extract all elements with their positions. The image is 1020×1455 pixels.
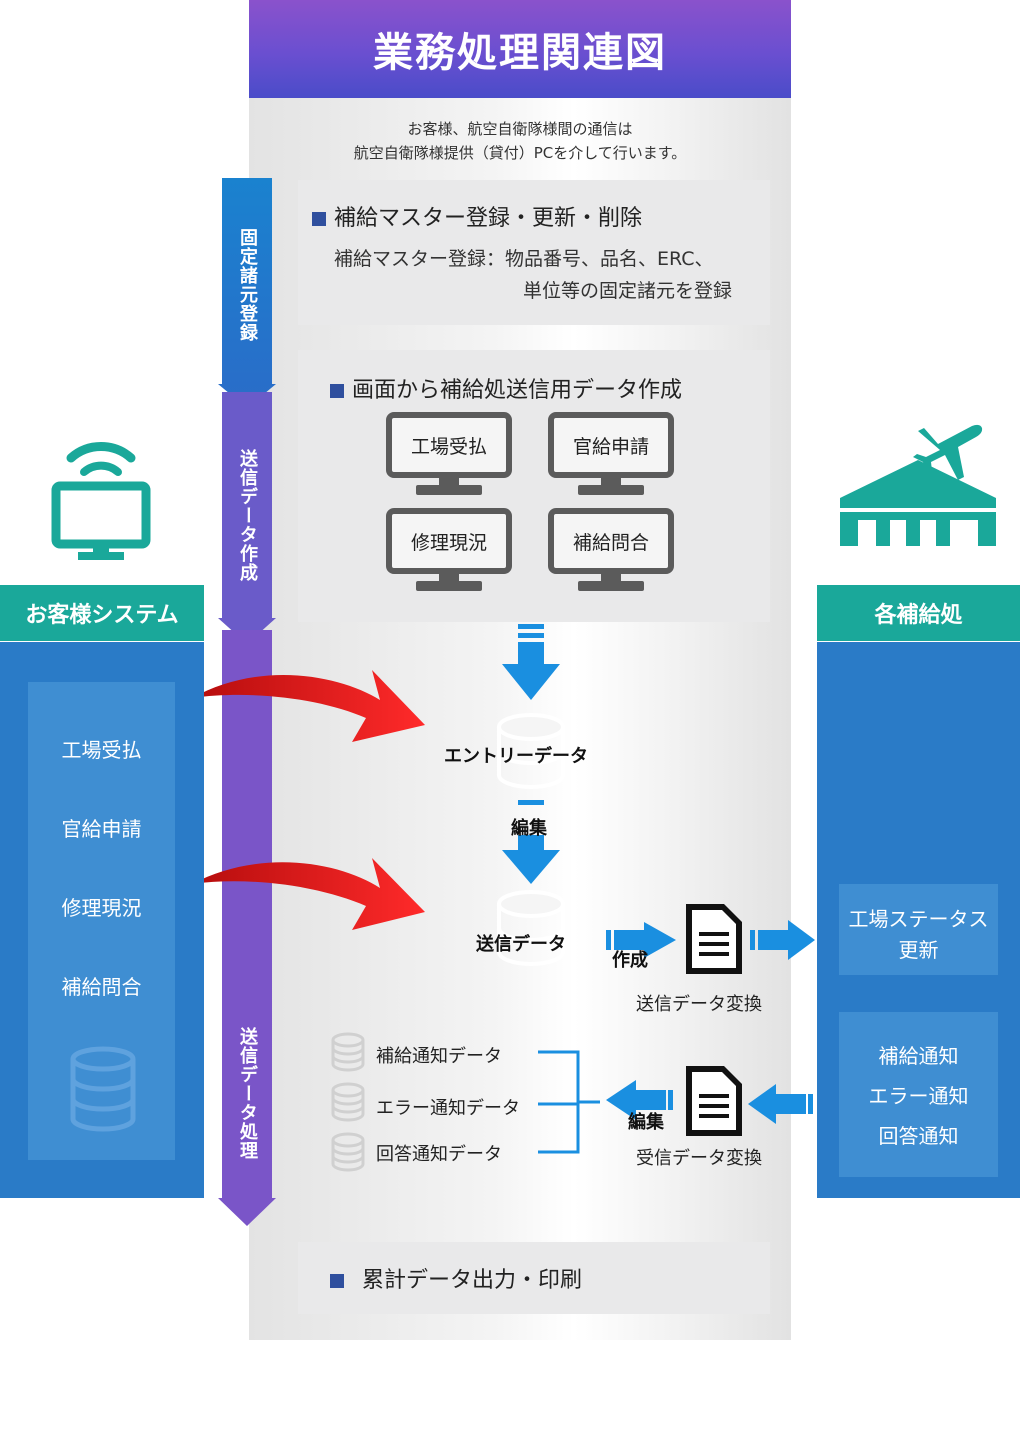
send-convert-label: 送信データ変換 — [636, 994, 762, 1015]
send-database-icon — [497, 890, 565, 966]
phase-arrow-fixed — [218, 178, 276, 408]
right-arrow-create — [606, 922, 676, 958]
left-arrow-edit — [606, 1080, 673, 1120]
bullet-square-icon — [330, 384, 344, 398]
customer-item-repair-status: 修理現況 — [61, 896, 142, 920]
phase-label-process: 送信データ処理 — [237, 1026, 258, 1160]
red-arrow-2 — [192, 858, 425, 930]
phase-arrow-process — [218, 630, 276, 1226]
left-arrow-receive — [748, 1084, 813, 1124]
customer-item-factory: 工場受払 — [61, 738, 142, 762]
monitor-factory: 工場受払 — [386, 412, 512, 496]
monitor-supply-inquiry: 補給問合 — [548, 508, 674, 592]
supply-status-box — [839, 884, 998, 975]
send-document-icon — [686, 904, 742, 974]
notify-database-icon — [331, 1032, 365, 1172]
monitor-wifi-icon — [51, 442, 151, 560]
note-line-1: お客様、航空自衛隊様間の通信は — [407, 120, 633, 138]
edit-label-1: 編集 — [511, 818, 547, 839]
monitor-supply-request: 官給申請 — [548, 412, 674, 496]
customer-database-icon — [70, 1046, 136, 1132]
send-data-label: 送信データ — [476, 934, 566, 955]
hangar-airplane-icon — [840, 424, 996, 546]
down-arrow-1 — [502, 624, 560, 700]
red-arrow-1 — [192, 670, 425, 742]
bullet-square-icon — [312, 212, 326, 226]
supply-status-line-1: 工場ステータス — [848, 907, 989, 931]
edit-label-2: 編集 — [628, 1112, 664, 1133]
down-arrow-2 — [502, 800, 560, 884]
phase-arrow-create — [218, 392, 276, 644]
right-arrow-send — [750, 920, 815, 960]
master-heading: 補給マスター登録・更新・削除 — [334, 206, 643, 231]
receive-convert-label: 受信データ変換 — [636, 1148, 762, 1169]
supply-notice-supply: 補給通知 — [878, 1044, 959, 1068]
page-title: 業務処理関連図 — [249, 0, 791, 98]
note-line-2: 航空自衛隊様提供（貸付）PCを介して行います。 — [353, 144, 687, 162]
phase-label-create: 送信データ作成 — [237, 448, 258, 582]
customer-inner-panel — [28, 682, 175, 1160]
supply-header: 各補給処 — [817, 585, 1020, 641]
output-label: 累計データ出力・印刷 — [362, 1268, 583, 1293]
screen-create-heading: 画面から補給処送信用データ作成 — [352, 378, 683, 403]
phase-label-fixed: 固定諸元登録 — [237, 228, 258, 342]
notify-label-error: エラー通知データ — [376, 1098, 520, 1119]
supply-status-line-2: 更新 — [898, 938, 939, 962]
monitor-repair-status: 修理現況 — [386, 508, 512, 592]
bullet-square-icon — [330, 1274, 344, 1288]
receive-document-icon — [686, 1066, 742, 1136]
create-label: 作成 — [612, 950, 648, 971]
output-box: 累計データ出力・印刷 — [298, 1242, 770, 1314]
master-box: 補給マスター登録・更新・削除 補給マスター登録：物品番号、品名、ERC、 単位等… — [298, 180, 770, 325]
supply-notice-box — [839, 1012, 998, 1177]
phase-arrows — [218, 178, 276, 1226]
customer-item-supply-inquiry: 補給問合 — [61, 975, 142, 999]
notify-label-answer: 回答通知データ — [376, 1144, 502, 1165]
notify-label-supply: 補給通知データ — [376, 1046, 502, 1067]
master-detail-1: 補給マスター登録：物品番号、品名、ERC、 — [334, 248, 714, 270]
entry-data-label: エントリーデータ — [444, 746, 588, 767]
entry-database-icon — [497, 713, 565, 789]
supply-notice-error: エラー通知 — [868, 1084, 969, 1108]
master-detail-2: 単位等の固定諸元を登録 — [523, 280, 733, 302]
screen-create-box: 画面から補給処送信用データ作成 工場受払 官給申請 修理現況 補給問合 — [298, 350, 770, 622]
customer-item-supply-request: 官給申請 — [61, 817, 142, 841]
notify-bracket — [538, 1050, 600, 1154]
customer-header: お客様システム — [0, 585, 204, 641]
supply-notice-answer: 回答通知 — [878, 1124, 959, 1148]
